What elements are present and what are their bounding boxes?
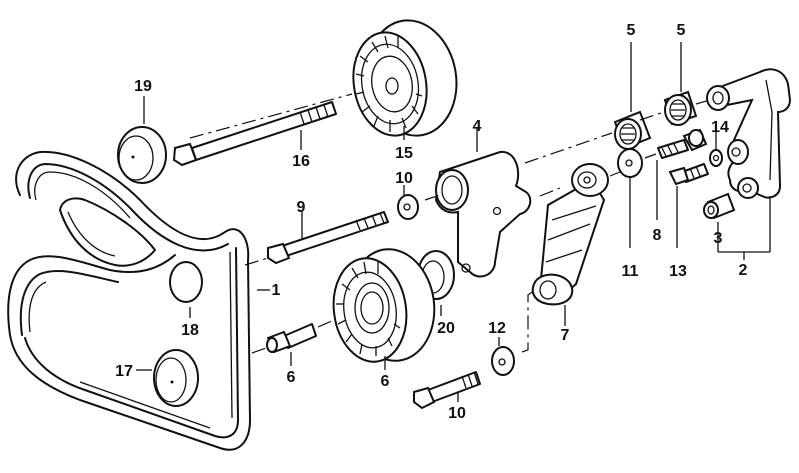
label-12-middle: 11: [622, 263, 639, 280]
label-11: 9: [297, 199, 306, 216]
label-3: 3: [714, 230, 723, 247]
bracket-part-2[interactable]: [706, 68, 792, 199]
hex-bolt-part-10[interactable]: [413, 371, 481, 410]
tensioner-arm-part-4[interactable]: [424, 132, 613, 278]
cover-cap-part-17[interactable]: [117, 126, 167, 184]
idler-pulley-part-15[interactable]: [346, 13, 466, 143]
label-6: 6: [381, 373, 390, 390]
label-10: 10: [448, 405, 466, 422]
hydraulic-tensioner-part-8[interactable]: [531, 163, 621, 306]
label-20: 20: [437, 320, 455, 337]
bolt-part-11[interactable]: [244, 211, 389, 266]
belt-part-1[interactable]: [7, 150, 251, 451]
label-1: 1: [272, 282, 281, 299]
label-19: 18: [181, 322, 199, 339]
leader-lines: [136, 42, 771, 402]
label-5-left: 5: [627, 22, 636, 39]
label-12-top: 10: [395, 170, 413, 187]
needle-bearing-part-5-right[interactable]: [639, 90, 711, 126]
bolt-part-9[interactable]: [644, 128, 708, 159]
sleeve-part-3[interactable]: [703, 192, 736, 220]
washer-part-12-middle[interactable]: [617, 148, 643, 178]
label-18: 17: [115, 363, 133, 380]
label-8: 7: [561, 327, 570, 344]
cover-cap-part-18[interactable]: [153, 349, 199, 407]
tensioner-pulley-part-6[interactable]: [327, 244, 441, 367]
label-15: 15: [395, 145, 413, 162]
socket-bolt-part-7[interactable]: [251, 319, 335, 354]
spring-washer-part-14[interactable]: [709, 149, 723, 167]
needle-bearing-part-5-left[interactable]: [613, 110, 652, 150]
label-17: 19: [134, 78, 152, 95]
label-9: 8: [653, 227, 662, 244]
socket-bolt-part-13[interactable]: [668, 163, 709, 186]
part-labels: 19 16 15 4 5 5 10 14 9 1 11 8 13 3 2 18 …: [115, 22, 747, 422]
cover-cap-part-19[interactable]: [169, 261, 203, 303]
label-13: 13: [669, 263, 687, 280]
label-5-right: 5: [677, 22, 686, 39]
label-7: 6: [287, 369, 296, 386]
label-16: 16: [292, 153, 310, 170]
washer-part-12-top[interactable]: [397, 194, 419, 220]
label-14: 14: [711, 119, 729, 136]
label-12-bottom: 12: [488, 320, 506, 337]
label-2: 2: [739, 262, 748, 279]
bolt-part-16[interactable]: [172, 93, 353, 167]
washer-part-12-bottom[interactable]: [491, 291, 533, 376]
label-4: 4: [473, 118, 482, 135]
